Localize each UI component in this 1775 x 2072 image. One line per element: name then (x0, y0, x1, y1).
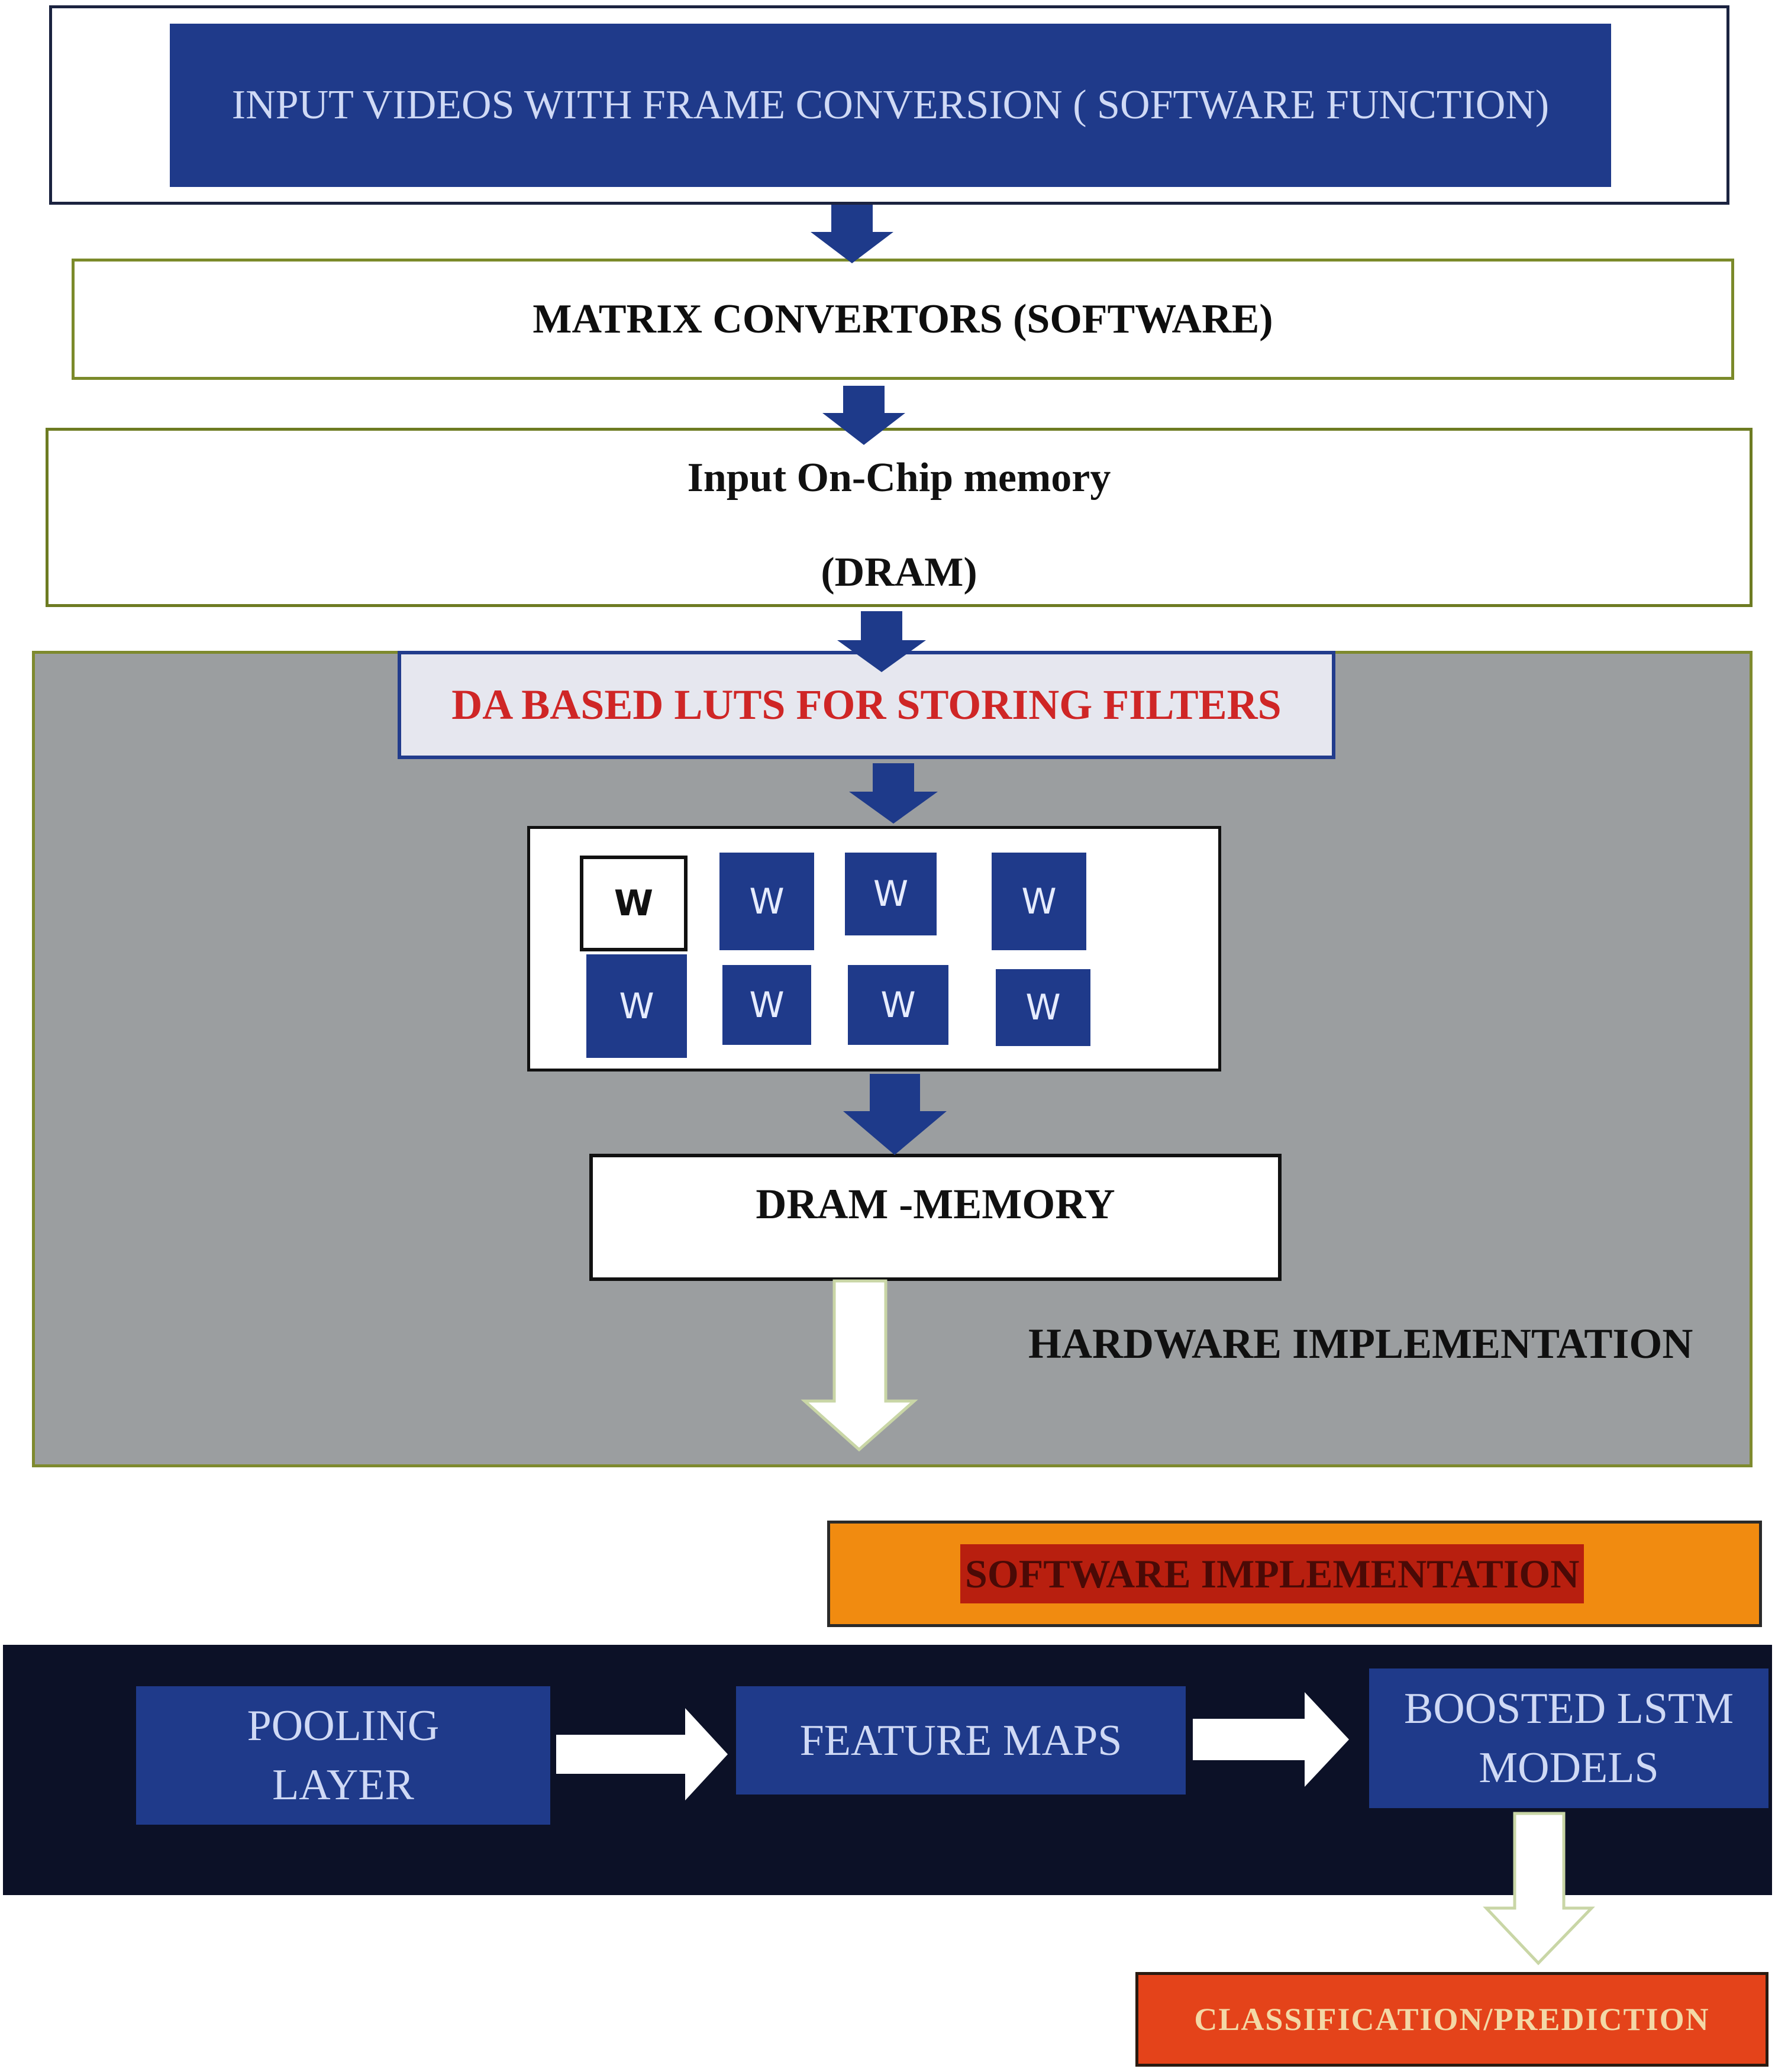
feature-maps-box: FEATURE MAPS (736, 1686, 1186, 1795)
onchip-memory-title: Input On-Chip memory (687, 455, 1111, 501)
arrow-down-icon (1483, 1812, 1595, 1966)
classification-box: CLASSIFICATION/PREDICTION (1135, 1972, 1768, 2067)
onchip-memory-subtitle: (DRAM) (821, 550, 977, 595)
arrow-down-icon (822, 386, 905, 445)
arrow-down-icon (811, 205, 893, 263)
arrow-down-icon (843, 1074, 947, 1155)
weight-cell: W (719, 853, 814, 950)
weights-grid: W W W W W W W W (527, 826, 1221, 1071)
arrow-down-icon (837, 611, 926, 672)
arrow-down-icon (849, 763, 938, 824)
input-videos-box: INPUT VIDEOS WITH FRAME CONVERSION ( SOF… (170, 24, 1611, 187)
weight-cell: W (848, 965, 948, 1045)
software-implementation-box: SOFTWARE IMPLEMENTATION (827, 1521, 1762, 1627)
pooling-layer-label: POOLING LAYER (247, 1702, 440, 1809)
onchip-memory-box: Input On-Chip memory (DRAM) (46, 428, 1753, 607)
weight-cell: W (992, 853, 1086, 950)
dram-memory-label: DRAM -MEMORY (756, 1180, 1115, 1228)
hardware-implementation-label: HARDWARE IMPLEMENTATION (1028, 1320, 1693, 1367)
arrow-right-icon (1193, 1692, 1349, 1787)
weight-cell: W (586, 954, 687, 1058)
boosted-lstm-box: BOOSTED LSTM MODELS (1369, 1668, 1768, 1808)
software-implementation-label: SOFTWARE IMPLEMENTATION (960, 1544, 1584, 1603)
classification-label: CLASSIFICATION/PREDICTION (1194, 2002, 1710, 2037)
weight-cell: W (996, 969, 1090, 1046)
input-videos-label: INPUT VIDEOS WITH FRAME CONVERSION ( SOF… (231, 82, 1550, 128)
boosted-lstm-label: BOOSTED LSTM MODELS (1403, 1684, 1734, 1792)
dram-memory-box: DRAM -MEMORY (589, 1154, 1282, 1281)
weight-cell: W (722, 965, 811, 1045)
weight-cell: W (580, 856, 688, 951)
da-luts-box: DA BASED LUTS FOR STORING FILTERS (398, 651, 1335, 759)
weight-cell: W (845, 853, 937, 935)
arrow-right-icon (556, 1708, 728, 1800)
matrix-convertors-label: MATRIX CONVERTORS (SOFTWARE) (532, 296, 1273, 342)
matrix-convertors-box: MATRIX CONVERTORS (SOFTWARE) (72, 259, 1734, 380)
feature-maps-label: FEATURE MAPS (799, 1716, 1122, 1765)
arrow-down-icon (801, 1279, 918, 1452)
da-luts-label: DA BASED LUTS FOR STORING FILTERS (451, 681, 1282, 728)
pooling-layer-box: POOLING LAYER (136, 1686, 550, 1825)
